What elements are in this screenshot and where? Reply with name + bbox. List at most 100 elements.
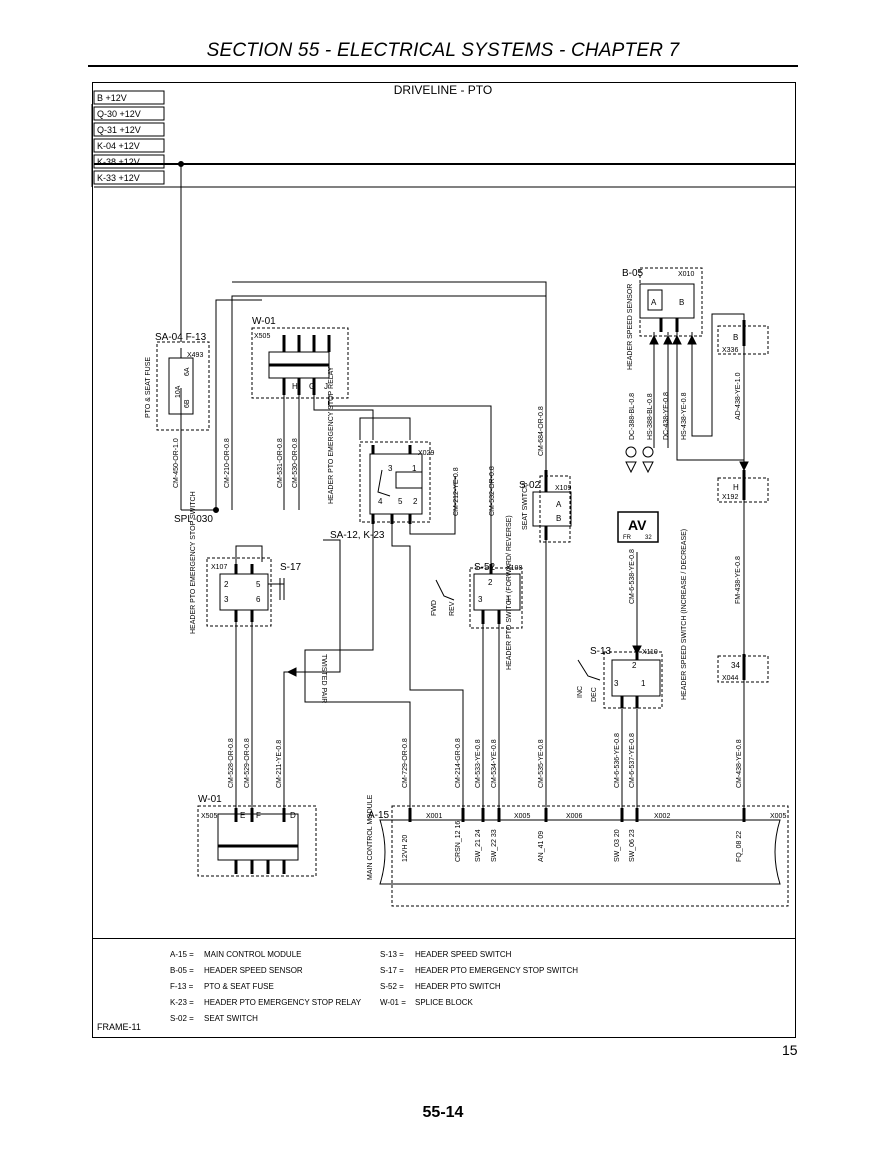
splice-block-bottom-ref: W-01 bbox=[198, 794, 222, 805]
relay-pin: 2 bbox=[413, 497, 418, 506]
estop-pin: 6 bbox=[256, 595, 261, 604]
legend: A-15 = MAIN CONTROL MODULE S-13 = HEADER… bbox=[170, 950, 770, 1030]
legend-ref: B-05 = bbox=[170, 966, 194, 975]
sensor-name: HEADER SPEED SENSOR bbox=[627, 284, 634, 370]
legend-row: F-13 = PTO & SEAT FUSE S-52 = HEADER PTO… bbox=[170, 982, 770, 998]
seat-switch-pin: A bbox=[556, 500, 562, 509]
wire-label: CM-533-YE-0.8 bbox=[475, 739, 482, 788]
relay-name: HEADER PTO EMERGENCY STOP RELAY bbox=[328, 366, 335, 504]
wire-label: CM-528-OR-0.8 bbox=[228, 738, 235, 788]
legend-row: A-15 = MAIN CONTROL MODULE S-13 = HEADER… bbox=[170, 950, 770, 966]
rail-label: Q-31 +12V bbox=[97, 125, 141, 135]
seat-switch-boundary bbox=[539, 475, 571, 543]
module-connector: X005 bbox=[514, 813, 530, 820]
module-connector: X006 bbox=[566, 813, 582, 820]
splice-pin: F bbox=[256, 811, 261, 820]
header-rule bbox=[88, 65, 798, 67]
rail-label: B +12V bbox=[97, 93, 127, 103]
legend-desc: HEADER SPEED SWITCH bbox=[415, 950, 512, 959]
legend-ref: A-15 = bbox=[170, 950, 194, 959]
legend-row: K-23 = HEADER PTO EMERGENCY STOP RELAY W… bbox=[170, 998, 770, 1014]
relay-connector: X029 bbox=[418, 450, 434, 457]
fuse-connector: X493 bbox=[187, 352, 203, 359]
module-pin: AN_41 09 bbox=[538, 831, 545, 862]
module-pin: FQ_08 22 bbox=[736, 831, 743, 862]
schematic-frame bbox=[92, 82, 796, 1038]
fuse-pin-top: 6A bbox=[184, 367, 191, 376]
estop-connector: X107 bbox=[211, 564, 227, 571]
wire-label: DC-438-YE-0.8 bbox=[663, 392, 670, 440]
estop-pin: 5 bbox=[256, 580, 261, 589]
wire-label: DC-388-BL-0.8 bbox=[629, 393, 636, 440]
module-name: MAIN CONTROL MODULE bbox=[367, 794, 374, 880]
splice-pin: D bbox=[290, 811, 296, 820]
connector-pin: B bbox=[733, 333, 738, 342]
wire-label: CM-529-OR-0.8 bbox=[244, 738, 251, 788]
av-title: AV bbox=[628, 517, 647, 533]
av-sub-right: 32 bbox=[645, 535, 652, 541]
frame-number: 15 bbox=[782, 1042, 798, 1058]
legend-desc: SPLICE BLOCK bbox=[415, 998, 473, 1007]
fuse-ref: SA-04 F-13 bbox=[155, 332, 207, 343]
wire-label: CM-729-OR-0.8 bbox=[402, 738, 409, 788]
wire-label: CM-450-OR-1.0 bbox=[173, 438, 180, 488]
fuse-pin-bottom: 6B bbox=[184, 399, 191, 408]
sensor-pin: A bbox=[651, 298, 657, 307]
pto-switch-name: HEADER PTO SWITCH (FORWARD/ REVERSE) bbox=[506, 515, 513, 670]
page-number: 55-14 bbox=[422, 1104, 464, 1121]
wire-label: CM-684-OR-0.8 bbox=[538, 406, 545, 456]
estop-pin: 3 bbox=[224, 595, 229, 604]
seat-switch-ref: S-02 bbox=[519, 480, 541, 491]
rail-label: Q-30 +12V bbox=[97, 109, 141, 119]
legend-ref: W-01 = bbox=[380, 998, 406, 1007]
diagram-title: DRIVELINE - PTO bbox=[394, 83, 492, 97]
wire-label: FM-438-YE-0.8 bbox=[735, 556, 742, 604]
connector-pin: 34 bbox=[731, 661, 740, 670]
module-connector: X005 bbox=[770, 813, 786, 820]
module-connector: X001 bbox=[426, 813, 442, 820]
wire-label: CM-214-GR-0.8 bbox=[455, 738, 462, 788]
splice-block-connector: X505 bbox=[254, 333, 270, 340]
estop-pin: 2 bbox=[224, 580, 229, 589]
module-boundary bbox=[391, 805, 789, 907]
legend-desc: SEAT SWITCH bbox=[204, 1014, 258, 1023]
wire-label: CM-531-OR-0.8 bbox=[277, 438, 284, 488]
wire-label: AD-438-YE-1.0 bbox=[735, 372, 742, 420]
connector-pin: H bbox=[733, 483, 739, 492]
legend-panel bbox=[92, 938, 796, 1038]
module-ref: A-15 bbox=[368, 810, 390, 821]
rail-label: K-04 +12V bbox=[97, 141, 140, 151]
module-pin: 12VH 20 bbox=[402, 835, 409, 862]
splice-pin: J bbox=[324, 382, 328, 391]
wire-label: CM-535-YE-0.8 bbox=[538, 739, 545, 788]
estop-switch-boundary bbox=[206, 557, 272, 627]
estop-ref: S-17 bbox=[280, 562, 302, 573]
av-sub-left: FR bbox=[623, 535, 632, 541]
pto-switch-pin: 2 bbox=[488, 578, 493, 587]
legend-row: S-02 = SEAT SWITCH bbox=[170, 1014, 770, 1030]
splice-dot bbox=[178, 161, 184, 167]
wire-label: CM-6-536-YE-0.8 bbox=[614, 733, 621, 788]
pto-switch-ref: S-52 bbox=[474, 562, 496, 573]
frame-label: FRAME-11 bbox=[97, 1022, 141, 1032]
relay-boundary bbox=[359, 441, 431, 523]
legend-ref: S-13 = bbox=[380, 950, 404, 959]
wire-label: CM-210-OR-0.8 bbox=[224, 438, 231, 488]
wire-label: CM-534-YE-0.8 bbox=[491, 739, 498, 788]
wire-label: CM-212-YE-0.8 bbox=[453, 467, 460, 516]
legend-desc: MAIN CONTROL MODULE bbox=[204, 950, 302, 959]
module-body bbox=[379, 819, 781, 885]
module-pin: SW_21 24 bbox=[475, 829, 482, 862]
speed-switch-pin: 3 bbox=[614, 679, 619, 688]
sensor-connector: X010 bbox=[678, 271, 694, 278]
splice-block-bottom-boundary bbox=[197, 805, 317, 877]
splice-block-bottom-connector: X505 bbox=[201, 813, 217, 820]
relay-pin: 1 bbox=[412, 464, 417, 473]
connector-label: X192 bbox=[722, 494, 738, 501]
legend-row: B-05 = HEADER SPEED SENSOR S-17 = HEADER… bbox=[170, 966, 770, 982]
relay-pin: 3 bbox=[388, 464, 393, 473]
speed-sensor-boundary bbox=[639, 267, 703, 337]
connector-label: X336 bbox=[722, 347, 738, 354]
pto-switch-pin: 3 bbox=[478, 595, 483, 604]
